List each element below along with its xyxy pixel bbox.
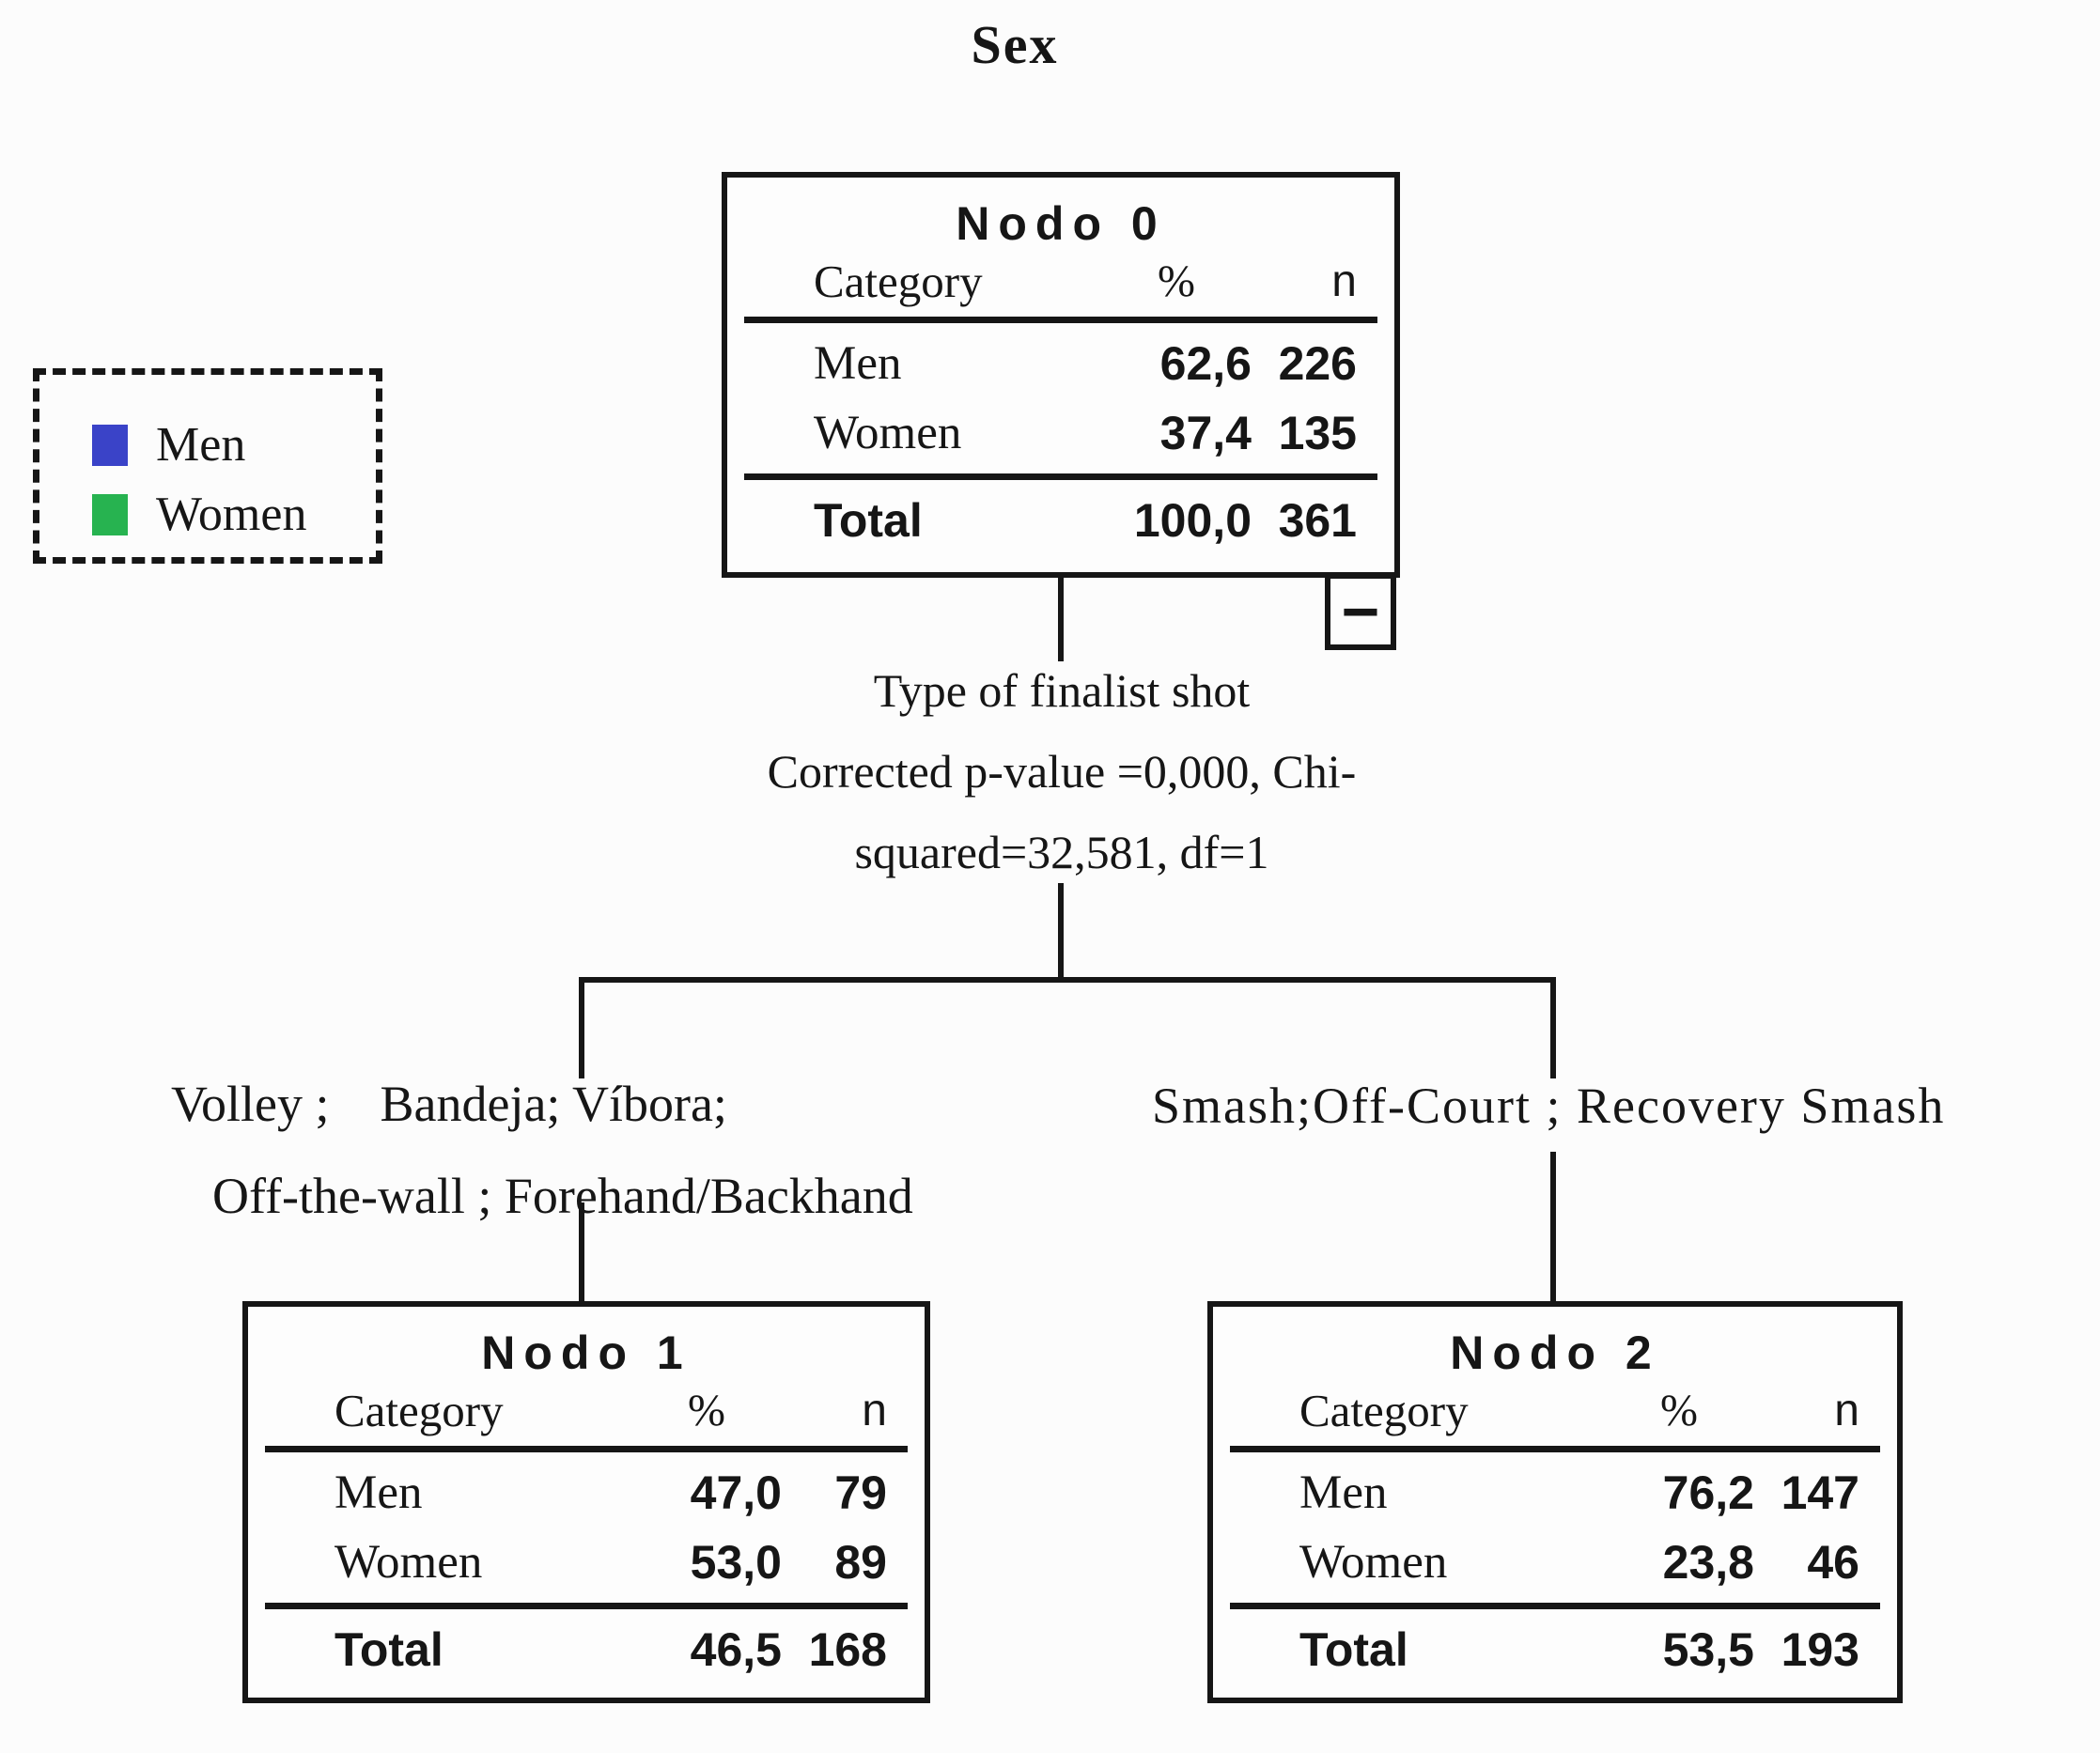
total-percent: 100,0 <box>1133 494 1252 547</box>
column-header-percent: % <box>688 1385 725 1435</box>
column-header-percent: % <box>1660 1385 1698 1435</box>
node-1-row-women: Women 53,0 89 <box>248 1528 925 1597</box>
connector-root-stub <box>1058 575 1064 661</box>
row-category: Men <box>334 1466 423 1519</box>
column-header-n: n <box>1331 256 1357 306</box>
total-percent: 53,5 <box>1662 1623 1754 1676</box>
total-label: Total <box>814 494 923 547</box>
divider <box>265 1603 908 1609</box>
row-category: Women <box>1299 1535 1448 1589</box>
total-n: 361 <box>1278 494 1357 547</box>
legend: Men Women <box>33 368 382 564</box>
node-0: Nodo 0 Category % n Men 62,6 226 Women 3… <box>722 172 1400 578</box>
node-0-column-header: Category % n <box>727 251 1394 311</box>
connector-left-upper <box>579 981 584 1078</box>
row-percent: 62,6 <box>1159 337 1252 390</box>
right-branch-label: Smash;Off-Court ; Recovery Smash <box>1152 1078 1946 1134</box>
row-n: 79 <box>834 1466 887 1519</box>
column-header-n: n <box>1834 1385 1859 1435</box>
row-n: 89 <box>834 1536 887 1589</box>
row-n: 147 <box>1781 1466 1859 1519</box>
legend-label-men: Men <box>156 418 246 472</box>
node-0-row-men: Men 62,6 226 <box>727 329 1394 398</box>
men-color-swatch-icon <box>92 425 128 466</box>
split-statistics: Type of finalist shot Corrected p-value … <box>620 650 1503 892</box>
total-n: 193 <box>1781 1623 1859 1676</box>
node-0-row-total: Total 100,0 361 <box>727 486 1394 555</box>
left-branch-label-line1: Volley ; Bandeja; Víbora; <box>171 1076 727 1132</box>
legend-item-women: Women <box>92 480 376 550</box>
node-1-row-total: Total 46,5 168 <box>248 1615 925 1684</box>
row-category: Men <box>814 336 902 390</box>
tree-title: Sex <box>971 14 1059 75</box>
connector-right-upper <box>1550 981 1556 1078</box>
row-percent: 47,0 <box>690 1466 782 1519</box>
row-percent: 76,2 <box>1662 1466 1754 1519</box>
node-2-row-total: Total 53,5 193 <box>1213 1615 1897 1684</box>
row-n: 46 <box>1807 1536 1859 1589</box>
legend-item-men: Men <box>92 411 376 480</box>
column-header-category: Category <box>814 255 983 307</box>
split-stats-line2: squared=32,581, df=1 <box>854 826 1269 878</box>
split-stats-line1: Corrected p-value =0,000, Chi- <box>767 745 1357 798</box>
connector-left-lower <box>579 1202 584 1304</box>
node-2-title: Nodo 2 <box>1450 1326 1660 1379</box>
connector-crossbar <box>579 977 1556 983</box>
divider <box>1230 1446 1880 1452</box>
row-category: Men <box>1299 1466 1388 1519</box>
divider <box>1230 1603 1880 1609</box>
row-n: 226 <box>1278 337 1357 390</box>
node-0-row-women: Women 37,4 135 <box>727 398 1394 468</box>
total-n: 168 <box>808 1623 887 1676</box>
connector-mid-stub <box>1058 883 1064 981</box>
legend-label-women: Women <box>156 488 307 541</box>
column-header-category: Category <box>1299 1384 1469 1436</box>
node-2: Nodo 2 Category % n Men 76,2 147 Women 2… <box>1207 1301 1903 1703</box>
total-label: Total <box>334 1623 443 1676</box>
node-2-column-header: Category % n <box>1213 1380 1897 1440</box>
total-label: Total <box>1299 1623 1408 1676</box>
row-percent: 37,4 <box>1159 407 1252 459</box>
node-1: Nodo 1 Category % n Men 47,0 79 Women 53… <box>242 1301 930 1703</box>
node-1-column-header: Category % n <box>248 1380 925 1440</box>
node-2-row-women: Women 23,8 46 <box>1213 1528 1897 1597</box>
split-variable: Type of finalist shot <box>873 664 1251 717</box>
row-n: 135 <box>1278 407 1357 459</box>
node-1-title: Nodo 1 <box>481 1326 692 1379</box>
node-1-row-men: Men 47,0 79 <box>248 1458 925 1528</box>
total-percent: 46,5 <box>690 1623 782 1676</box>
node-0-title: Nodo 0 <box>956 197 1166 250</box>
row-percent: 23,8 <box>1662 1536 1754 1589</box>
row-percent: 53,0 <box>690 1536 782 1589</box>
left-branch-label-line2: Off-the-wall ; Forehand/Backhand <box>212 1168 913 1224</box>
connector-right-lower <box>1550 1152 1556 1304</box>
divider <box>265 1446 908 1452</box>
collapse-node-0-button[interactable]: − <box>1325 573 1396 650</box>
column-header-category: Category <box>334 1384 504 1436</box>
column-header-percent: % <box>1158 256 1195 306</box>
node-2-row-men: Men 76,2 147 <box>1213 1458 1897 1528</box>
divider <box>744 473 1377 480</box>
divider <box>744 317 1377 323</box>
column-header-n: n <box>862 1385 887 1435</box>
women-color-swatch-icon <box>92 494 128 535</box>
row-category: Women <box>814 406 962 459</box>
row-category: Women <box>334 1535 483 1589</box>
